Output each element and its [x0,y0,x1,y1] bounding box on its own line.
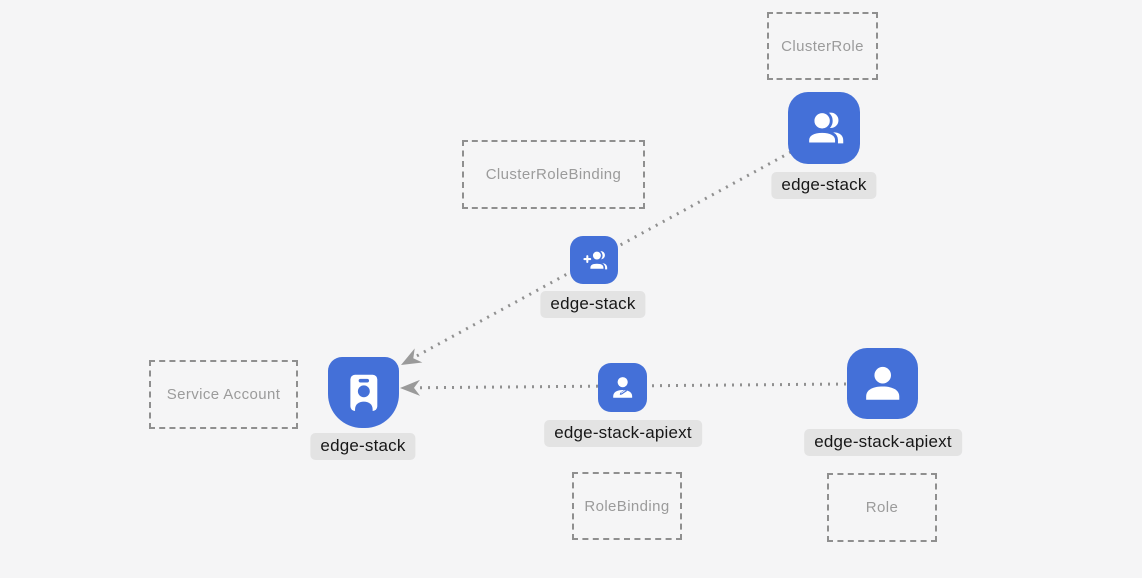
role-node-label: edge-stack-apiext [804,429,962,456]
role-type-box: Role [827,473,937,542]
clusterrolebinding-node-label: edge-stack [540,291,646,318]
rolebinding-type-label: RoleBinding [584,497,670,515]
role-type-label: Role [865,499,899,516]
serviceaccount-node-label: edge-stack [310,433,416,460]
rolebinding-node-label: edge-stack-apiext [544,420,702,447]
clusterrole-node [788,92,860,164]
serviceaccount-type-label: Service Account [166,386,281,403]
serviceaccount-node [328,357,399,428]
person-icon [865,366,900,400]
person-edit-icon [613,376,632,398]
user-group-icon [806,110,844,146]
person-add-icon [583,249,607,271]
clusterrole-type-label: ClusterRole [781,37,864,55]
id-badge-icon [350,374,377,411]
serviceaccount-type-box: Service Account [149,360,298,429]
clusterrolebinding-node [570,236,618,284]
clusterrolebinding-type-label: ClusterRoleBinding [485,166,622,183]
role-node [847,348,918,419]
clusterrole-type-box: ClusterRole [767,12,878,80]
clusterrolebinding-type-box: ClusterRoleBinding [462,140,645,209]
rolebinding-type-box: RoleBinding [572,472,682,540]
rolebinding-node [598,363,647,412]
arrowhead-icon [400,379,421,396]
arrowhead-icon [401,348,423,365]
clusterrole-node-label: edge-stack [771,172,877,199]
